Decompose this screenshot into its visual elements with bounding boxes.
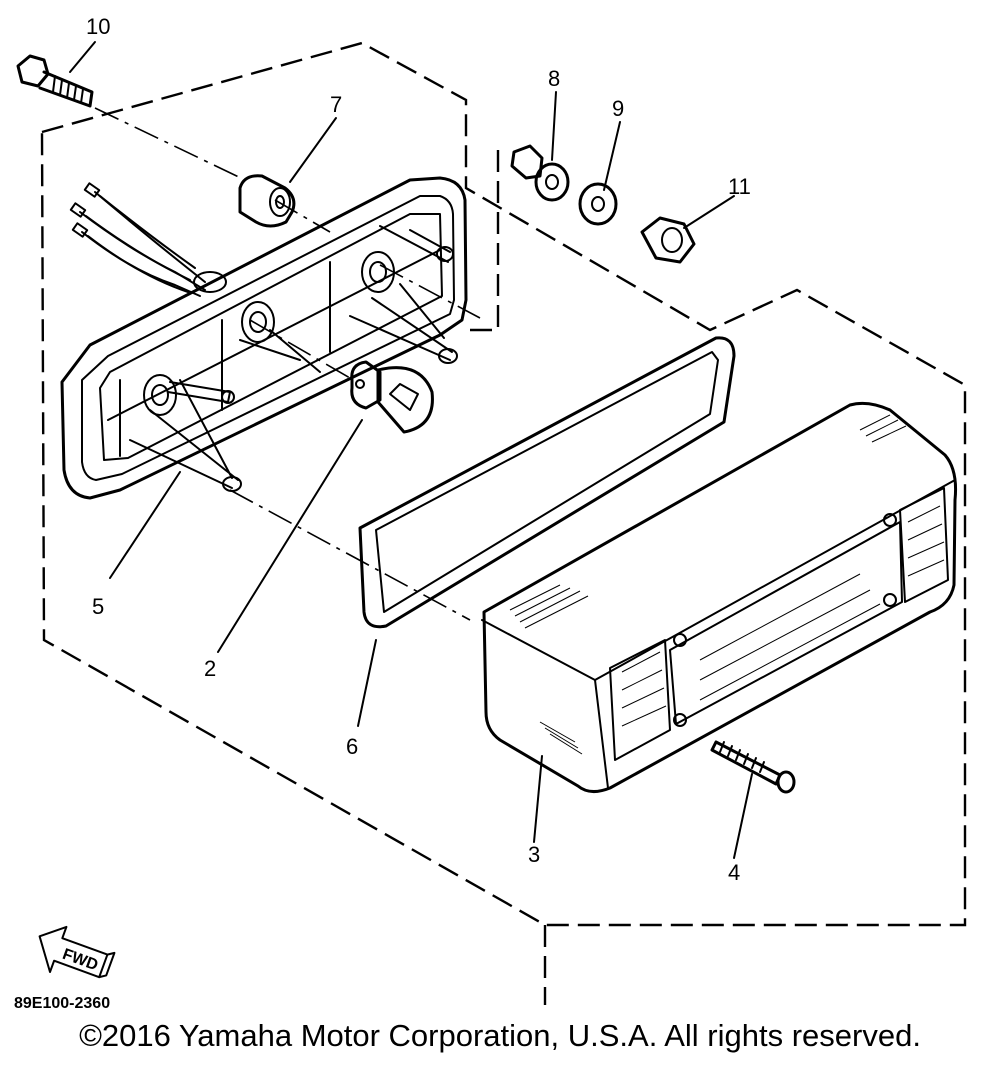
callout-4: 4 bbox=[728, 860, 740, 885]
gasket-part-6 bbox=[358, 336, 736, 629]
diagram-code: 89E100-2360 bbox=[14, 995, 110, 1012]
callout-2: 2 bbox=[204, 656, 216, 681]
nut-part-11 bbox=[640, 216, 696, 264]
grommet-part-7 bbox=[238, 174, 296, 228]
screw-part-4 bbox=[710, 740, 796, 794]
callout-6: 6 bbox=[346, 734, 358, 759]
callout-11: 11 bbox=[728, 174, 751, 199]
forward-arrow-icon: FWD bbox=[38, 925, 116, 979]
callout-3: 3 bbox=[528, 842, 540, 867]
callout-8: 8 bbox=[548, 66, 560, 91]
bolt-part-10 bbox=[16, 54, 94, 108]
callout-leaders bbox=[69, 41, 753, 859]
callout-10: 10 bbox=[86, 14, 110, 39]
callout-7: 7 bbox=[330, 92, 342, 117]
assembly-boundary bbox=[40, 41, 967, 927]
callout-5: 5 bbox=[92, 594, 104, 619]
collar-part-8 bbox=[510, 144, 570, 202]
callout-9: 9 bbox=[612, 96, 624, 121]
washer-part-9 bbox=[578, 182, 618, 226]
lens-part-3 bbox=[481, 401, 957, 793]
hardware-guide bbox=[470, 150, 500, 332]
lamp-housing-part-5 bbox=[60, 176, 468, 500]
copyright-notice: ©2016 Yamaha Motor Corporation, U.S.A. A… bbox=[79, 1018, 921, 1053]
bulb-part-2 bbox=[350, 360, 434, 434]
